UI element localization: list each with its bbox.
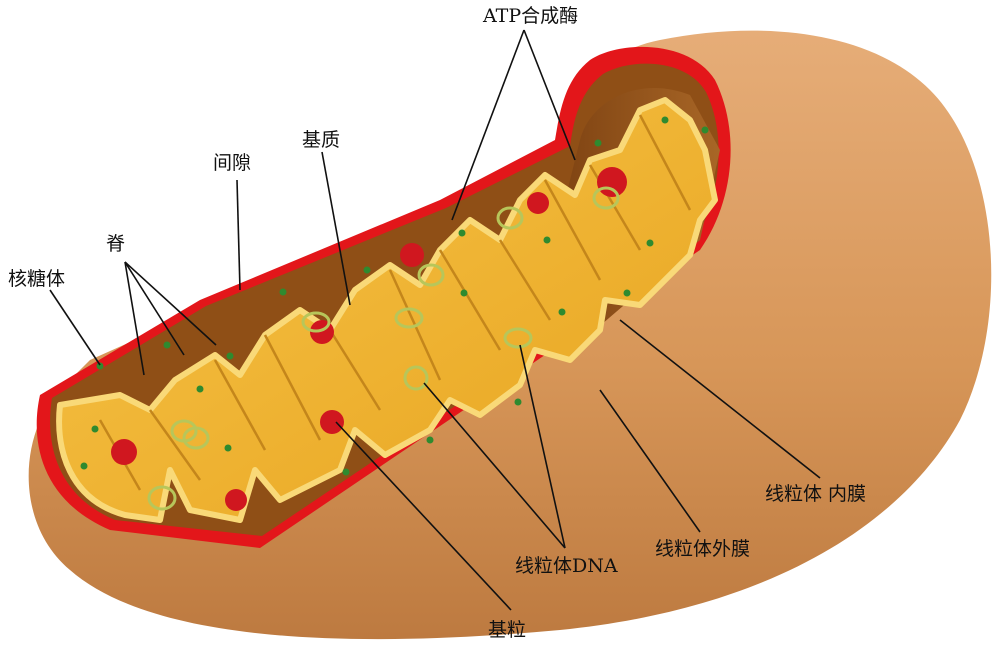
label-atp-synthase: ATP合成酶 [482,5,578,27]
cristae-folds [98,114,692,491]
label-inner-membrane: 线粒体 内膜 [765,483,866,505]
label-outer-membrane: 线粒体外膜 [655,538,750,560]
matrix [56,97,718,523]
leader-lines [49,29,821,611]
label-matrix: 基质 [302,129,340,151]
mtdna-rings [147,186,620,511]
label-mtdna: 线粒体DNA [515,555,618,577]
label-intermembrane-space: 间隙 [213,152,251,174]
label-ribosome: 核糖体 [8,268,65,290]
label-granule: 基粒 [488,619,526,641]
granules [111,167,627,511]
label-cristae: 脊 [106,233,125,255]
ribosome-dots [80,116,709,476]
